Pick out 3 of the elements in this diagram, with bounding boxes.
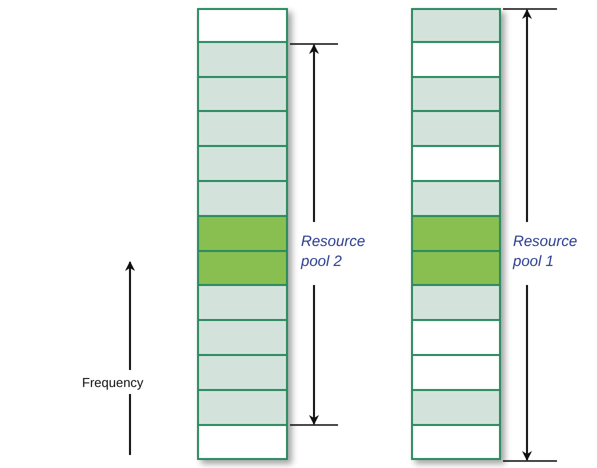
pool-label: Resource pool 2: [301, 232, 366, 272]
pool-label: Resource pool 1: [513, 232, 578, 272]
axis-label: Frequency: [82, 375, 144, 390]
